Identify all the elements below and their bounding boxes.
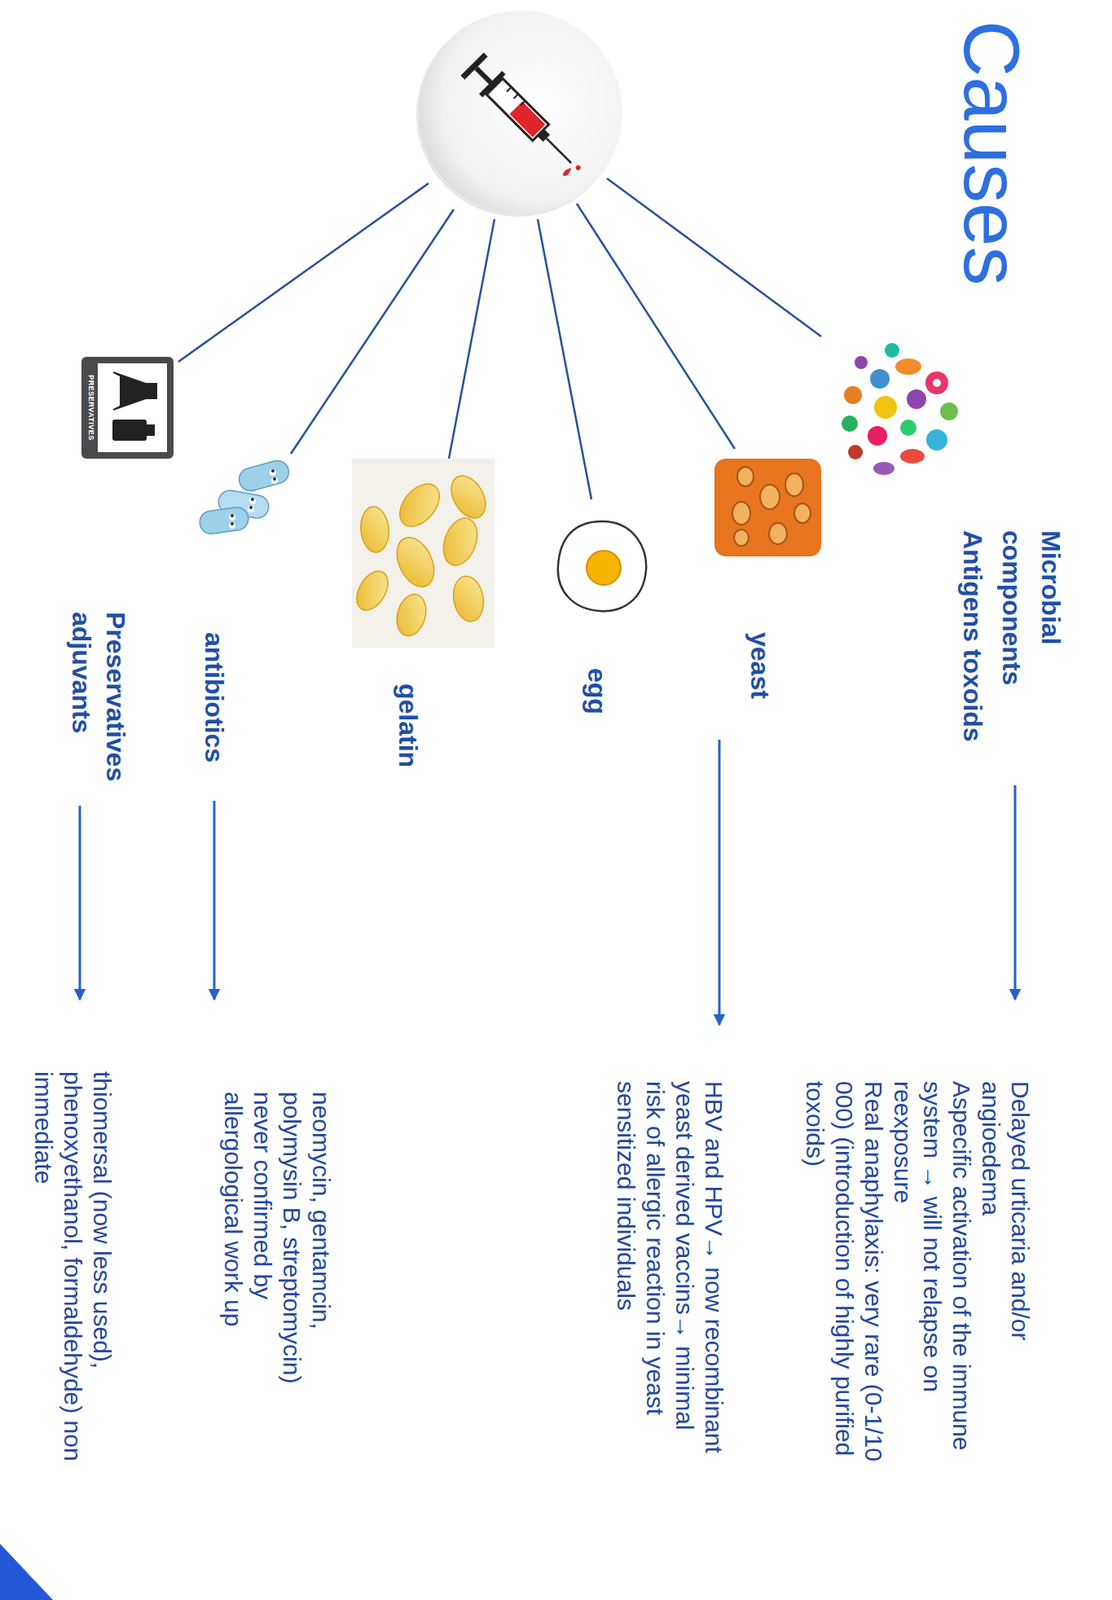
antibiotics-icon	[197, 457, 291, 536]
gelatin-capsules-icon	[350, 458, 495, 648]
note-text: HBV and HPV→ now recombinant yeast deriv…	[610, 1081, 729, 1473]
syringe-icon	[460, 52, 590, 182]
preservatives-icon	[81, 356, 174, 459]
microbes-icon	[841, 342, 959, 475]
note-text: neomycin, gentamcin, polymysin B, strept…	[218, 1091, 336, 1402]
note-text: Aspecific activation of the immune syste…	[887, 1081, 976, 1473]
syringe-circle	[418, 10, 623, 215]
category-label: Preservatives adjuvants	[64, 611, 132, 832]
category-label: yeast	[744, 632, 776, 763]
note-text: Real anaphylaxis: very rare (0-1/10 000)…	[799, 1081, 888, 1473]
yeast-icon	[714, 458, 822, 557]
icon-caption: PRESERVATIVES	[86, 363, 96, 453]
note-text: Delayed urticaria and/or angioedema	[975, 1081, 1035, 1473]
slide-title: Causes	[952, 20, 1031, 286]
egg-icon	[558, 521, 647, 611]
note-text: thiomersal (now less used), phenoxyethan…	[28, 1071, 117, 1471]
corner-triangle	[0, 1543, 53, 1600]
arrows	[79, 739, 1016, 1025]
category-label: egg	[581, 668, 613, 766]
category-label: gelatin	[392, 683, 424, 814]
category-label: Microbial components Antigens toxoids	[953, 530, 1071, 743]
category-label: antibiotics	[198, 632, 230, 796]
spoke-lines	[178, 178, 822, 500]
